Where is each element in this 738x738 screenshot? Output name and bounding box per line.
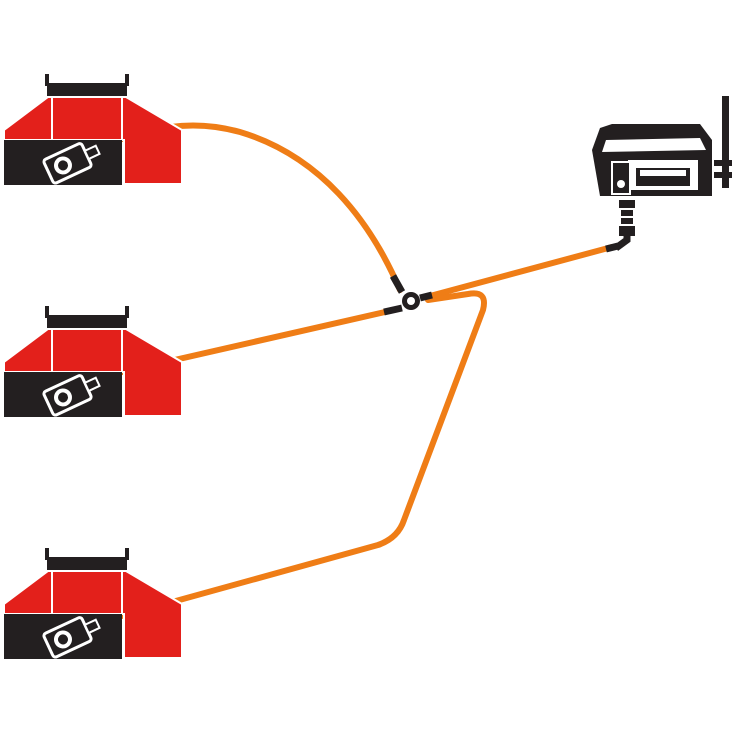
hose-main — [427, 244, 615, 299]
lifting-unit-bottom — [2, 546, 184, 661]
control-unit — [592, 96, 732, 251]
hose-junction — [402, 292, 420, 310]
lifting-unit-middle — [2, 304, 184, 419]
lifting-unit-top — [2, 72, 184, 187]
hose-bottom — [97, 290, 487, 625]
